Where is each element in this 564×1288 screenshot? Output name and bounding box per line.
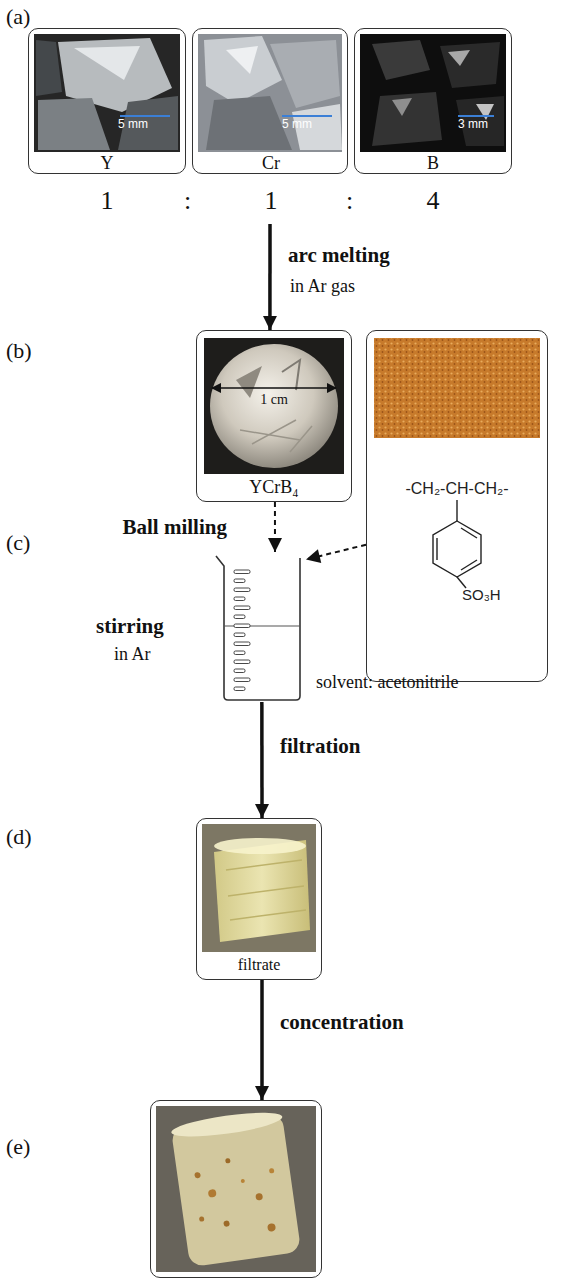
step-label: concentration <box>280 1010 404 1034</box>
process-arrow <box>260 980 264 1100</box>
step-label: arc melting <box>288 243 390 267</box>
concentrate-photo <box>156 1106 316 1272</box>
step-label: filtration <box>280 734 360 758</box>
photo-frame <box>354 28 512 174</box>
photo-frame <box>150 1100 322 1278</box>
ratio-separator: : <box>184 186 191 216</box>
dashed-arrow <box>274 502 276 552</box>
process-condition: in Ar <box>114 644 174 665</box>
process-condition: in Ar gas <box>290 276 355 297</box>
benzene-ring <box>433 500 481 588</box>
yttrium-photo <box>34 34 180 152</box>
panel-label: (c) <box>6 530 30 555</box>
photo-frame <box>196 818 322 980</box>
scale-bar <box>458 115 494 117</box>
graduation-mark <box>234 642 250 646</box>
graduation-mark <box>234 660 250 664</box>
process-arrow <box>260 702 264 818</box>
graduation-mark <box>234 606 250 610</box>
dimension-arrow <box>212 387 336 389</box>
sample-name: filtrate <box>196 956 322 974</box>
sample-box: 1 cm YCrB₄ <box>196 330 352 502</box>
sulfonic-group: SO₃H <box>462 586 532 603</box>
element-name: B <box>354 153 512 174</box>
graduation-mark <box>234 624 250 628</box>
photo-frame <box>28 28 186 174</box>
sample-name: YCrB₄ <box>196 477 352 498</box>
panel-label: (a) <box>6 4 30 29</box>
graduation-mark <box>234 579 245 583</box>
graduation-mark <box>234 678 250 682</box>
scale-label: 1 cm <box>236 392 312 408</box>
process-arrow <box>268 224 272 330</box>
graduation-mark <box>234 669 245 673</box>
ratio-separator: : <box>346 186 353 216</box>
product-box <box>150 1100 322 1278</box>
molar-ratio: 1 <box>28 186 186 216</box>
raw-material-box: 5 mm Cr 1 <box>192 28 348 224</box>
scale-bar <box>120 115 170 117</box>
beaker-wall <box>216 556 300 700</box>
photo-frame <box>366 330 548 682</box>
beaker-vessel: stirringin Arsolvent: acetonitrile <box>214 552 306 702</box>
element-name: Y <box>28 153 186 174</box>
filtrate-photo <box>202 824 316 952</box>
process-step: stirring <box>96 614 166 638</box>
chromium-photo <box>198 34 342 152</box>
panel-label: (e) <box>6 1134 30 1159</box>
graduation-mark <box>234 651 245 655</box>
panel-label: (d) <box>6 824 32 849</box>
molar-ratio: 4 <box>354 186 512 216</box>
dashed-arrow <box>306 545 366 560</box>
step-label: Ball milling <box>123 515 227 539</box>
resin-box: -CH₂-CH-CH₂- SO₃H <box>366 330 548 682</box>
photo-frame <box>196 330 352 502</box>
raw-material-box: 5 mm Y 1 <box>28 28 186 224</box>
boron-photo <box>360 34 506 152</box>
graduation-mark <box>234 687 245 691</box>
graduation-mark <box>234 633 245 637</box>
molar-ratio: 1 <box>192 186 350 216</box>
raw-material-box: 3 mmB4 <box>354 28 512 224</box>
beaker-outline <box>214 552 306 702</box>
scale-bar <box>282 115 332 117</box>
photo-frame <box>192 28 348 174</box>
scale-label: 5 mm <box>118 118 178 132</box>
filtrate-box: filtrate <box>196 818 322 980</box>
resin-photo <box>374 338 540 438</box>
scale-label: 3 mm <box>458 118 518 132</box>
scale-label: 5 mm <box>282 118 342 132</box>
graduation-mark <box>234 597 245 601</box>
graduation-mark <box>234 615 245 619</box>
graduation-mark <box>234 570 250 574</box>
element-name: Cr <box>192 153 350 174</box>
graduation-mark <box>234 588 250 592</box>
ingot-photo <box>204 338 344 474</box>
panel-label: (b) <box>6 338 32 363</box>
solvent-note: solvent: acetonitrile <box>316 672 486 693</box>
polymer-formula: -CH₂-CH-CH₂- <box>366 480 548 498</box>
